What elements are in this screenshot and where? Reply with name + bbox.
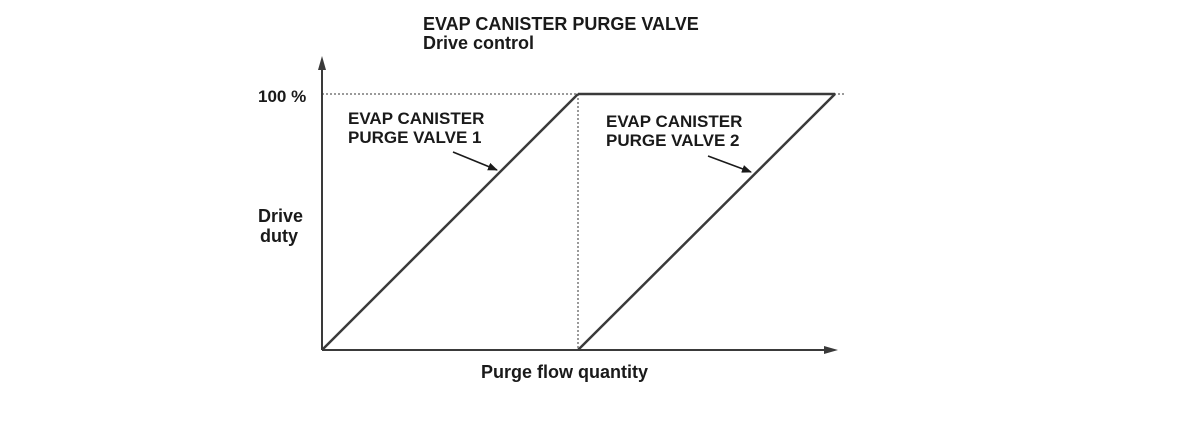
y-axis-arrow-icon [318,56,326,70]
valve-1-label-line2: PURGE VALVE 1 [348,128,482,147]
y-axis-label-line1: Drive [258,206,303,226]
valve-2-label-line2: PURGE VALVE 2 [606,131,740,150]
diagram-subtitle: Drive control [423,33,534,53]
y-axis-label-line2: duty [260,226,298,246]
valve-1-label-line1: EVAP CANISTER [348,109,484,128]
valve-1-duty-line [321,93,579,351]
valve-1-pointer-arrow [452,151,498,171]
x-axis-label: Purge flow quantity [481,362,648,382]
valve-2-label-line1: EVAP CANISTER [606,112,742,131]
diagram-title: EVAP CANISTER PURGE VALVE [423,14,699,34]
y-max-tick-label: 100 % [258,87,306,106]
valve-2-pointer-arrow [707,155,752,173]
valve-2-duty-line [577,93,836,351]
x-axis-arrow-icon [824,346,838,354]
